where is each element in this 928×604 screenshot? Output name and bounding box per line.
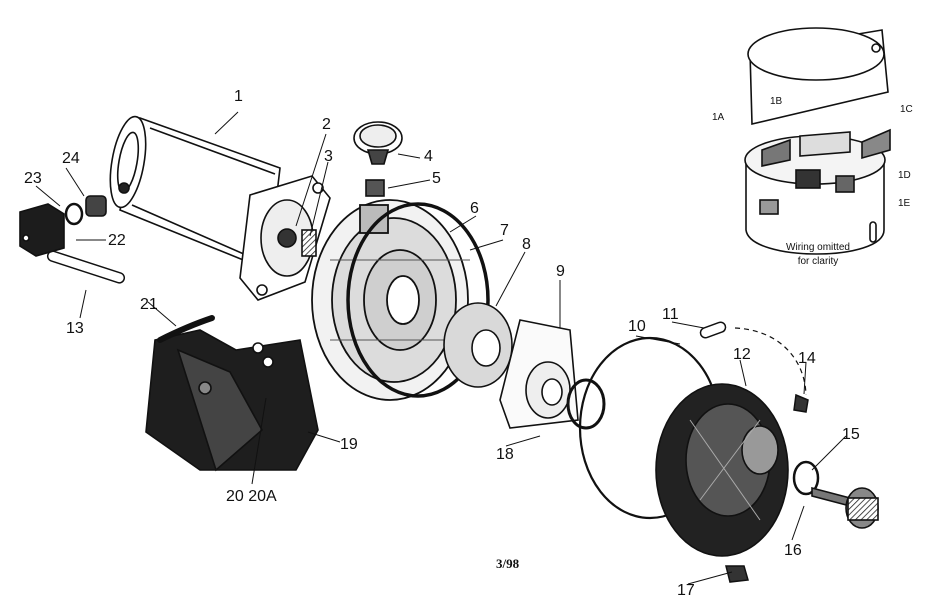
date-code: 3/98: [496, 556, 520, 571]
inset-callout-1a: 1A: [712, 112, 725, 123]
callout-12: 12: [733, 346, 751, 363]
leader-lines: [35, 111, 847, 585]
drain-tube-part: [734, 327, 807, 396]
callout-3: 3: [324, 148, 333, 165]
callout-22: 22: [108, 232, 126, 249]
motor-part: [109, 115, 281, 272]
motor-rod-part: [46, 250, 126, 284]
callout-18: 18: [496, 446, 514, 463]
inset-callout-1b: 1B: [770, 96, 783, 107]
switch-box-part: [19, 195, 107, 257]
outlet-fitting-part: [792, 460, 879, 529]
inset-terminal-assembly: [744, 27, 891, 255]
pump-base-part: [145, 329, 319, 472]
callout-9: 9: [556, 263, 565, 280]
callout-6: 6: [470, 200, 479, 217]
callout-11: 11: [662, 306, 679, 323]
callout-4: 4: [424, 148, 433, 165]
callout-1: 1: [234, 88, 243, 105]
inset-callout-1d: 1D: [898, 170, 911, 181]
o-ring-part: [346, 202, 490, 398]
callout-24: 24: [62, 150, 80, 167]
impeller-part: [443, 302, 513, 388]
callout-17: 17: [677, 582, 695, 599]
callout-21: 21: [140, 296, 158, 313]
dowel-pin-part: [699, 321, 809, 413]
callout-20-20a: 20 20A: [226, 488, 277, 505]
diffuser-part: [499, 319, 579, 429]
inset-callout-1c: 1C: [900, 104, 913, 115]
pressure-gauge-part: [353, 121, 403, 197]
callout-14: 14: [798, 350, 816, 367]
base-pad-part: [157, 315, 215, 343]
callout-8: 8: [522, 236, 531, 253]
strainer-housing-part: [655, 383, 789, 557]
inset-note-line2: for clarity: [797, 256, 839, 267]
callout-19: 19: [340, 436, 358, 453]
callout-7: 7: [500, 222, 509, 239]
diffuser-o-ring-part: [566, 378, 606, 430]
callout-16: 16: [784, 542, 802, 559]
callout-10: 10: [628, 318, 646, 335]
drain-plug-part: [725, 565, 749, 583]
pump-housing-part: [311, 199, 470, 401]
inset-note-line1: Wiring omitted: [786, 242, 850, 253]
inset-callout-1e: 1E: [898, 198, 911, 209]
callout-23: 23: [24, 170, 42, 187]
callout-15: 15: [842, 426, 860, 443]
callout-13: 13: [66, 320, 84, 337]
callout-5: 5: [432, 170, 441, 187]
callout-2: 2: [322, 116, 331, 133]
